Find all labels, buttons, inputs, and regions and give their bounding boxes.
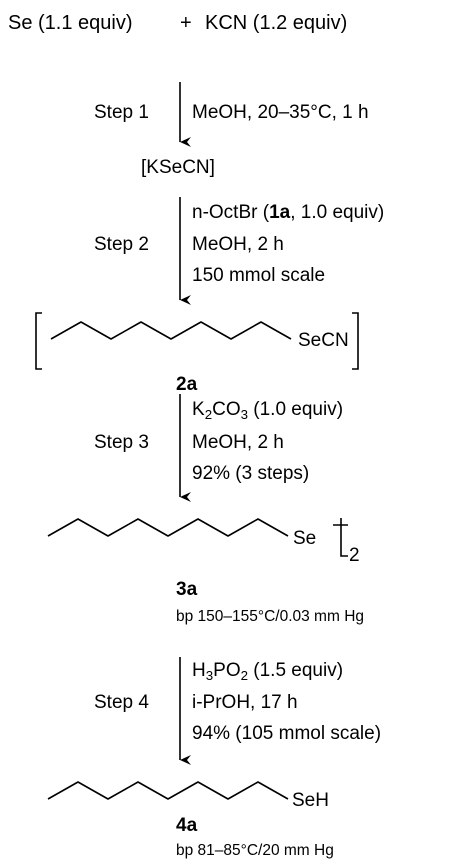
- compound-4a-chain: [47, 781, 289, 800]
- step1-label: Step 1: [94, 102, 149, 123]
- step3-label: Step 3: [94, 432, 149, 453]
- step4-condition-yield: 94% (105 mmol scale): [192, 723, 382, 744]
- compound-4a-label: 4a: [176, 815, 198, 836]
- compound-2a-chain: [50, 321, 292, 340]
- intermediate-kseCN: [KSeCN]: [141, 157, 215, 178]
- compound-3a-group: Se: [293, 528, 317, 549]
- compound-3a-label: 3a: [176, 579, 198, 600]
- step2-condition-scale: 150 mmol scale: [192, 265, 326, 286]
- compound-2a-label: 2a: [176, 374, 198, 395]
- step4-label: Step 4: [94, 692, 149, 713]
- step2-label: Step 2: [94, 234, 149, 255]
- step3-reagent: K2CO3 (1.0 equiv): [192, 399, 344, 422]
- compound-3a-subscript: 2: [349, 545, 360, 566]
- step2-reagent: n-OctBr (1a, 1.0 equiv): [192, 202, 385, 223]
- compound-2a-group: SeCN: [298, 330, 349, 351]
- step4-condition-solvent: i-PrOH, 17 h: [192, 692, 298, 713]
- step1-condition: MeOH, 20–35°C, 1 h: [192, 102, 369, 123]
- step3-condition-yield: 92% (3 steps): [192, 463, 310, 484]
- compound-2a-right-bracket: [352, 312, 359, 370]
- compound-3a-dimer-bracket: [333, 518, 348, 557]
- plus-sign: +: [180, 12, 192, 34]
- compound-3a-boiling-point: bp 150–155°C/0.03 mm Hg: [176, 608, 365, 625]
- step3-condition-solvent: MeOH, 2 h: [192, 432, 284, 453]
- compound-3a-chain: [47, 518, 289, 537]
- compound-4a-group: SeH: [292, 790, 329, 811]
- reactant-selenium: Se (1.1 equiv): [8, 12, 133, 34]
- compound-2a-left-bracket: [35, 312, 42, 370]
- step4-reagent: H3PO2 (1.5 equiv): [192, 660, 344, 683]
- compound-4a-boiling-point: bp 81–85°C/20 mm Hg: [176, 842, 334, 859]
- step2-condition-solvent: MeOH, 2 h: [192, 234, 284, 255]
- reactant-kcn: KCN (1.2 equiv): [205, 12, 348, 34]
